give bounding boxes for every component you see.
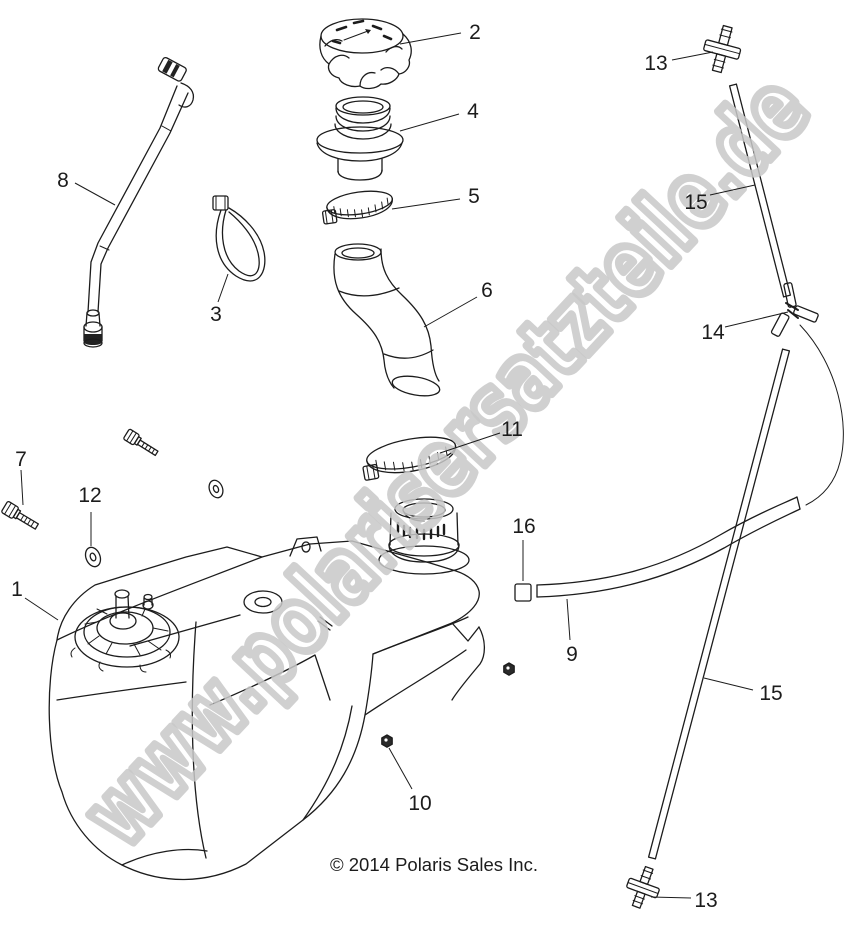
callout-13-bottom: 13 — [694, 889, 717, 912]
filler-hose-part — [333, 243, 441, 397]
line-clip-part — [770, 282, 844, 506]
callout-13-top: 13 — [644, 52, 667, 75]
bolt-part-2 — [123, 428, 159, 457]
callout-15-top: 15 — [684, 191, 707, 214]
callout-12: 12 — [78, 484, 101, 507]
callout-11: 11 — [501, 418, 523, 441]
cable-tie-part — [212, 195, 266, 282]
callout-10: 10 — [408, 792, 431, 815]
flange-nut-part-2 — [503, 662, 515, 676]
line-retainer-clip-part — [514, 583, 532, 602]
fuel-tank-part — [48, 498, 486, 881]
leader-lines — [20, 32, 789, 899]
callout-2: 2 — [469, 21, 481, 44]
flange-nut-part — [381, 734, 393, 748]
callout-4: 4 — [467, 100, 479, 123]
callout-8: 8 — [57, 169, 69, 192]
bolt-part — [1, 501, 39, 530]
callout-16: 16 — [512, 515, 535, 538]
washer-part — [84, 546, 102, 568]
callout-3: 3 — [210, 303, 222, 326]
hose-clamp-lower-part — [362, 436, 457, 481]
callout-labels: 1 2 3 4 5 6 7 8 9 10 11 12 13 14 15 16 1… — [11, 21, 783, 912]
callout-14: 14 — [701, 321, 725, 344]
inline-fitting-top-part — [703, 24, 742, 74]
watermark-text: www.polarisersatzteile.de — [62, 55, 829, 867]
filler-neck-part — [316, 96, 404, 181]
fuel-cap-part — [319, 18, 412, 90]
callout-1: 1 — [11, 578, 23, 601]
fuel-tube-lower-part — [647, 348, 791, 860]
washer-part-2 — [208, 479, 224, 499]
hose-clamp-upper-part — [321, 190, 393, 225]
callout-9: 9 — [566, 643, 578, 666]
callout-15-bottom: 15 — [759, 682, 782, 705]
fuel-line-part — [536, 496, 801, 598]
inline-fitting-bottom-part — [626, 865, 660, 909]
callout-5: 5 — [468, 185, 480, 208]
copyright-text: © 2014 Polaris Sales Inc. — [330, 854, 538, 875]
callout-6: 6 — [481, 279, 493, 302]
vent-hose-part — [83, 57, 195, 348]
callout-7: 7 — [15, 448, 27, 471]
fuel-tube-upper-part — [728, 83, 792, 298]
